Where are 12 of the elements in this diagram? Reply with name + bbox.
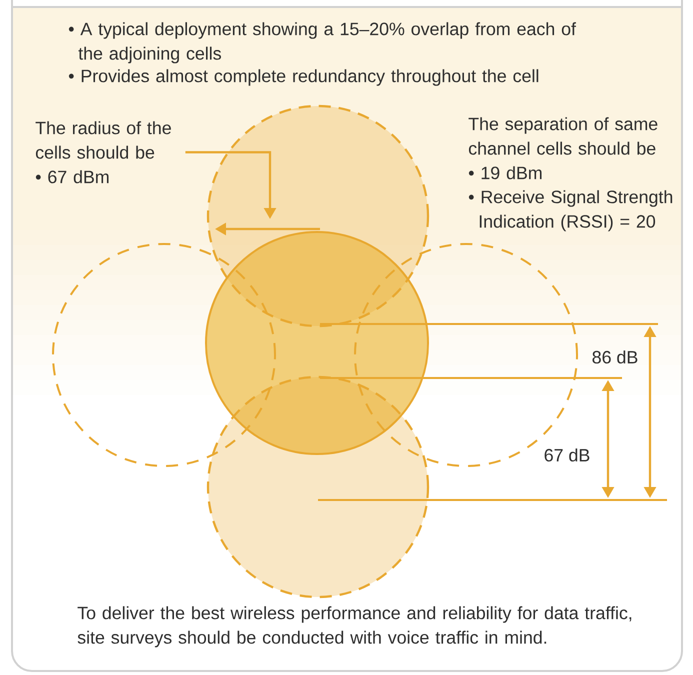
cell-circle: [52, 243, 276, 467]
bullet-text: • Provides almost complete redundancy throughout the cell: [68, 69, 538, 86]
dimension-label: 67 dB: [544, 448, 590, 462]
caption-text: To deliver the best wireless performance and reliability for data traffic, site surveys should be conducted with voice traffic in mind.: [78, 606, 632, 648]
note-text: The separation of same channel cells should be: [468, 117, 658, 155]
bullet-text: • Receive Signal Strength Indication (RSSI) = 20: [468, 190, 672, 232]
cell-circle: [206, 376, 430, 598]
cell-circle: [206, 104, 430, 328]
cell-circle: [205, 231, 429, 455]
note-text: The radius of the cells should be • 67 dBm: [36, 121, 171, 184]
bullet-text: • 19 dBm: [468, 166, 542, 180]
bullet-text: • A typical deployment showing a 15–20% overlap from each of the adjoining cells: [68, 22, 576, 64]
